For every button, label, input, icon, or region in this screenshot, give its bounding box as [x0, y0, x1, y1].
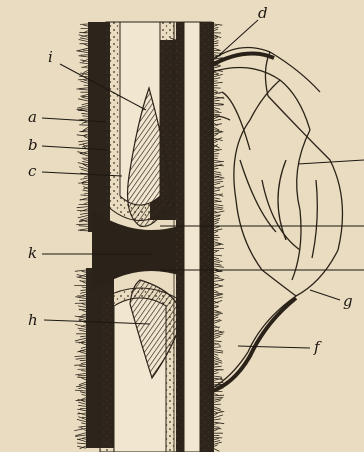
label-g: g	[343, 292, 353, 310]
label-k: k	[28, 244, 37, 262]
label-d: d	[258, 4, 268, 22]
label-h: h	[28, 311, 38, 329]
label-c: c	[28, 162, 37, 180]
label-a: a	[28, 108, 37, 126]
label-b: b	[28, 136, 38, 154]
label-i: i	[48, 48, 53, 66]
